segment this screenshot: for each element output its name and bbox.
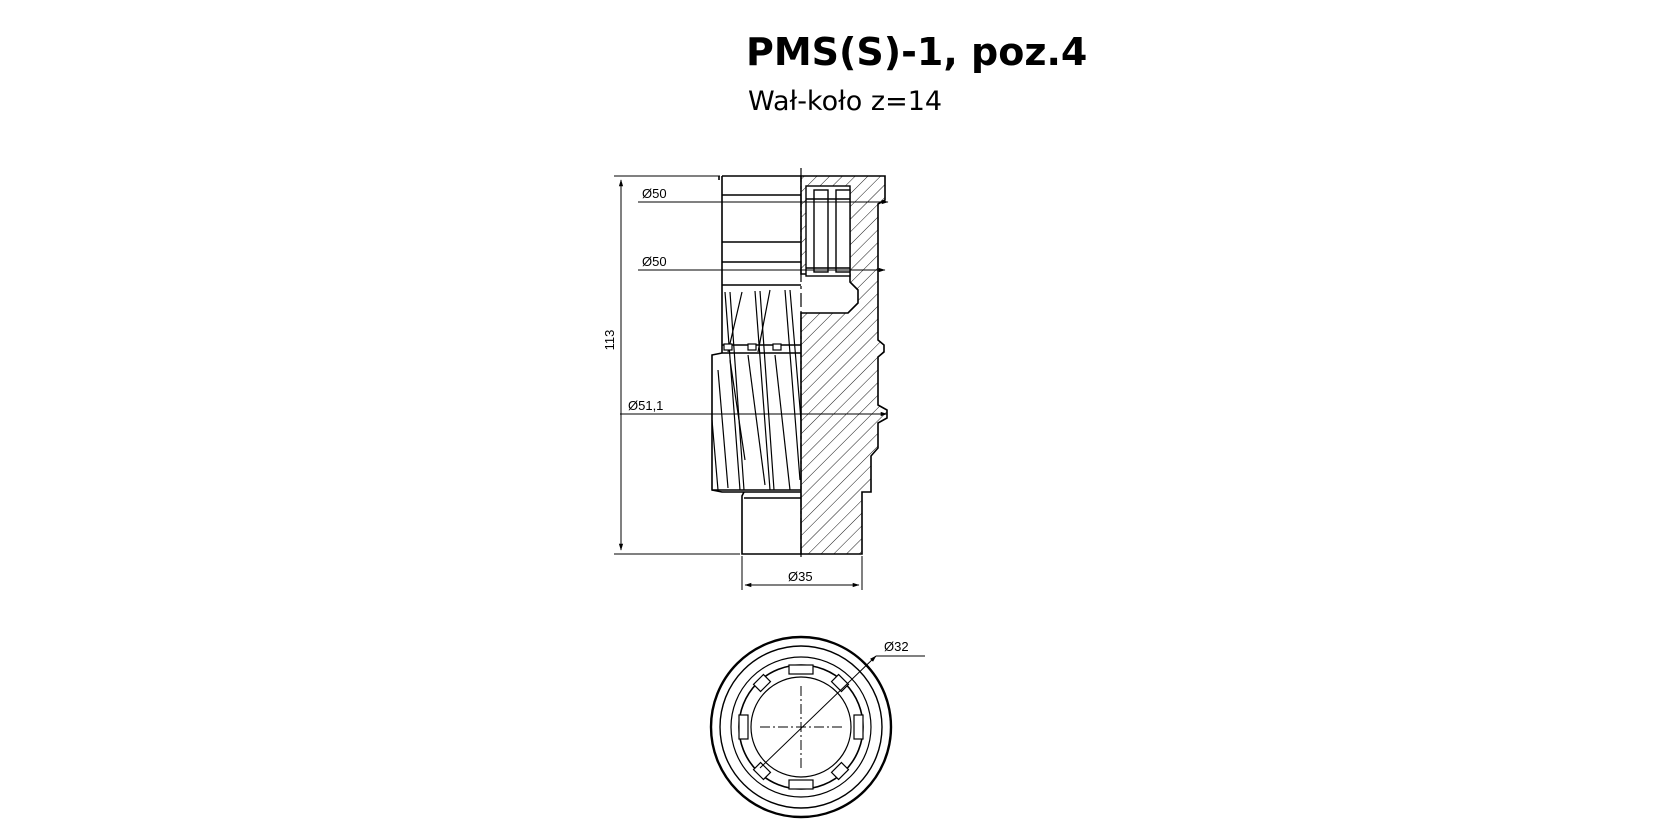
dim-gear-diameter-label: Ø51,1 xyxy=(628,398,663,413)
helical-teeth xyxy=(711,289,802,491)
dim-top-diameter-label: Ø50 xyxy=(642,186,667,201)
dim-bore-diameter-label: Ø32 xyxy=(884,639,909,654)
tooth-tips xyxy=(723,343,782,351)
spline-keys xyxy=(738,664,864,790)
dim-mid-diameter-label: Ø50 xyxy=(642,254,667,269)
exterior-outline xyxy=(711,175,801,555)
dim-shaft-diameter-label: Ø35 xyxy=(788,569,813,584)
dim-length-label: 113 xyxy=(602,330,617,351)
drawing-subtitle: Wał-koło z=14 xyxy=(748,86,943,117)
spline-bore xyxy=(805,185,851,277)
drawing-title: PMS(S)-1, poz.4 xyxy=(746,30,1088,74)
dim-shaft-diameter xyxy=(741,556,863,590)
dim-length xyxy=(614,175,740,555)
side-view: 113 Ø50 Ø50 Ø51,1 Ø35 xyxy=(602,168,889,590)
end-view xyxy=(709,635,925,819)
